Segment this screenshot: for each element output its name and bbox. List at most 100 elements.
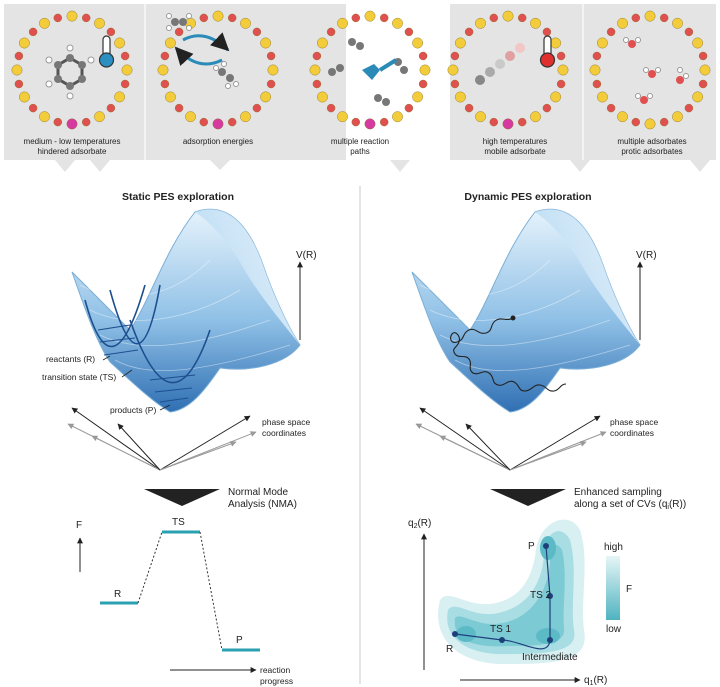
node-p xyxy=(543,543,549,549)
q2-axis-label: q2(R) xyxy=(408,518,431,530)
oxygen-atom xyxy=(174,103,184,113)
oxygen-atom xyxy=(418,51,428,61)
silicon-atom xyxy=(39,17,50,29)
oxygen-atom xyxy=(14,51,24,61)
benzene-molecule-icon xyxy=(45,44,95,100)
silicon-atom xyxy=(164,37,176,49)
panel-2-caption-line1: adsorption energies xyxy=(183,137,253,146)
oxygen-atom xyxy=(326,103,336,113)
oxygen-atom xyxy=(53,117,62,127)
panel-5-caption-line1: multiple adsorbates xyxy=(617,137,686,146)
oxygen-atom xyxy=(380,117,389,127)
silicon-atom xyxy=(692,37,703,49)
dynamic-coords-line2: coordinates xyxy=(610,428,654,438)
zeolite-ring xyxy=(11,10,133,130)
oxygen-atom xyxy=(631,117,640,127)
static-level-ts-label: TS xyxy=(172,517,185,528)
dynamic-method-line1: Enhanced sampling xyxy=(574,487,662,498)
panel-divider xyxy=(582,4,584,160)
node-ts1 xyxy=(499,637,505,643)
static-phase-space-axes xyxy=(67,407,257,471)
silicon-atom xyxy=(11,64,23,76)
oxygen-atom xyxy=(81,13,91,23)
zeolite-ring xyxy=(447,10,569,130)
dynamic-node-r-label: R xyxy=(446,644,453,655)
silicon-atom xyxy=(530,17,541,29)
silicon-atom xyxy=(692,91,703,103)
silicon-atom xyxy=(672,17,683,29)
silicon-atom xyxy=(66,10,78,22)
oxygen-atom xyxy=(606,103,616,113)
silicon-atom xyxy=(364,118,376,130)
silicon-atom xyxy=(672,111,683,123)
oxygen-atom xyxy=(418,79,428,89)
silicon-atom xyxy=(212,10,224,22)
silicon-atom xyxy=(644,10,656,22)
static-pes-surface xyxy=(71,208,301,413)
oxygen-atom xyxy=(404,103,414,113)
oxygen-atom xyxy=(351,13,360,23)
oxygen-atom xyxy=(464,103,474,113)
silicon-atom xyxy=(644,118,656,130)
oxygen-atom xyxy=(312,51,322,61)
static-level-p-label: P xyxy=(236,635,243,646)
panel-notch xyxy=(55,160,75,172)
oxygen-atom xyxy=(698,51,708,61)
oxygen-atom xyxy=(174,27,184,37)
dynamic-coords-line1: phase space xyxy=(610,417,658,427)
dynamic-node-p-label: P xyxy=(528,541,535,552)
static-funnel-icon xyxy=(144,489,220,506)
oxygen-atom xyxy=(518,117,527,127)
silicon-atom xyxy=(212,118,224,130)
node-int xyxy=(547,637,553,643)
panel-notch xyxy=(690,160,710,172)
thermometer-hot-icon xyxy=(539,35,556,68)
silicon-atom xyxy=(597,37,608,49)
oxygen-atom xyxy=(14,79,24,89)
panel-4-caption-line2: mobile adsorbate xyxy=(484,147,546,156)
silicon-atom xyxy=(502,10,514,22)
panel-notch xyxy=(390,160,410,172)
dynamic-potential-label: V(R) xyxy=(636,250,657,261)
oxygen-atom xyxy=(28,103,38,113)
oxygen-atom xyxy=(684,27,694,37)
zeolite-ring xyxy=(157,10,279,130)
oxygen-atom xyxy=(199,13,209,23)
oxygen-atom xyxy=(489,13,498,23)
silicon-atom xyxy=(475,17,486,29)
oxygen-atom xyxy=(252,27,262,37)
oxygen-atom xyxy=(698,79,708,89)
dynamic-pes-surface xyxy=(411,208,641,413)
leader-line xyxy=(159,404,171,411)
scale-high-label: high xyxy=(604,542,623,553)
dynamic-node-ts2-label: TS 2 xyxy=(530,590,552,601)
silicon-atom xyxy=(309,64,321,76)
silicon-atom xyxy=(364,10,376,22)
mobile-adsorbate-icon xyxy=(475,43,525,85)
silicon-atom xyxy=(260,91,271,103)
reaction-paths-icon xyxy=(328,38,408,106)
oxygen-atom xyxy=(106,27,116,37)
oxygen-atom xyxy=(684,103,694,113)
silicon-atom xyxy=(337,17,348,29)
silicon-atom xyxy=(412,37,423,49)
static-title: Static PES exploration xyxy=(122,191,234,203)
panel-4-caption-line1: high temperatures xyxy=(483,137,547,146)
static-x-axis-line2: progress xyxy=(260,676,293,686)
oxygen-atom xyxy=(592,79,602,89)
silicon-atom xyxy=(19,91,30,103)
static-reactants-label: reactants (R) xyxy=(46,354,95,364)
silicon-atom xyxy=(337,111,348,123)
scale-f-label: F xyxy=(626,584,632,595)
dynamic-funnel-icon xyxy=(490,489,566,506)
panel-3-caption-line1: multiple reaction xyxy=(331,137,389,146)
oxygen-atom xyxy=(518,13,527,23)
oxygen-atom xyxy=(199,117,209,127)
oxygen-atom xyxy=(660,117,669,127)
oxygen-atom xyxy=(252,103,262,113)
static-potential-label: V(R) xyxy=(296,250,317,261)
leader-line xyxy=(102,355,111,361)
static-coords-line2: coordinates xyxy=(262,428,306,438)
oxygen-atom xyxy=(660,13,669,23)
dynamic-node-int-label: Intermediate xyxy=(522,652,578,663)
